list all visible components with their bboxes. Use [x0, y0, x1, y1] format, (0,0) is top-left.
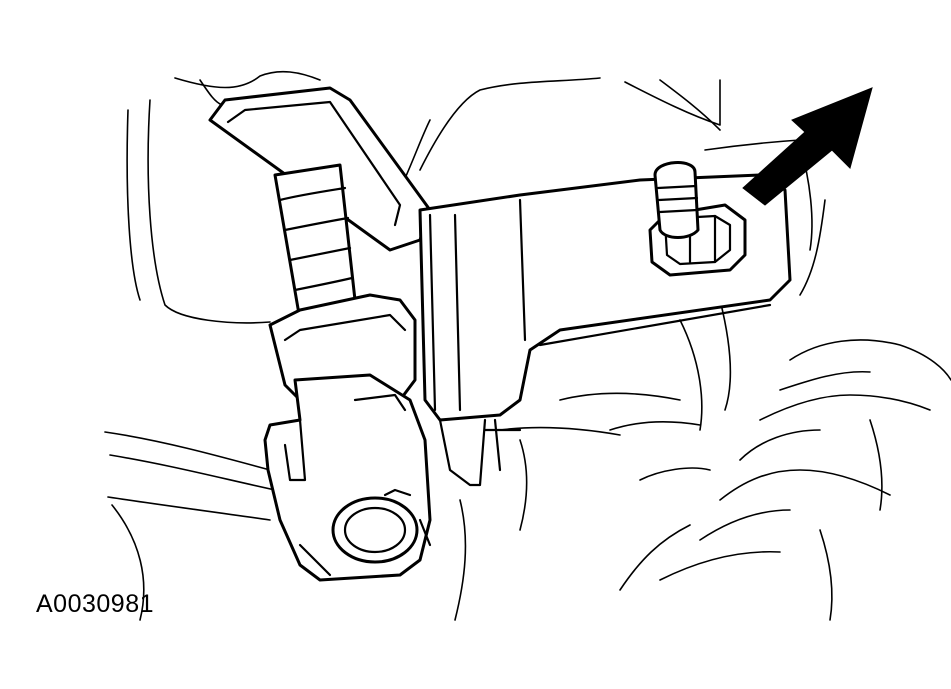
arrow-indicator-icon: [742, 87, 873, 206]
bolt-nut-icon: [648, 161, 747, 277]
connector-icon: [263, 293, 432, 582]
wiring-harness: [273, 163, 357, 322]
engine-ribbed-area: [609, 339, 951, 621]
figure-id-label: A0030981: [36, 590, 155, 618]
